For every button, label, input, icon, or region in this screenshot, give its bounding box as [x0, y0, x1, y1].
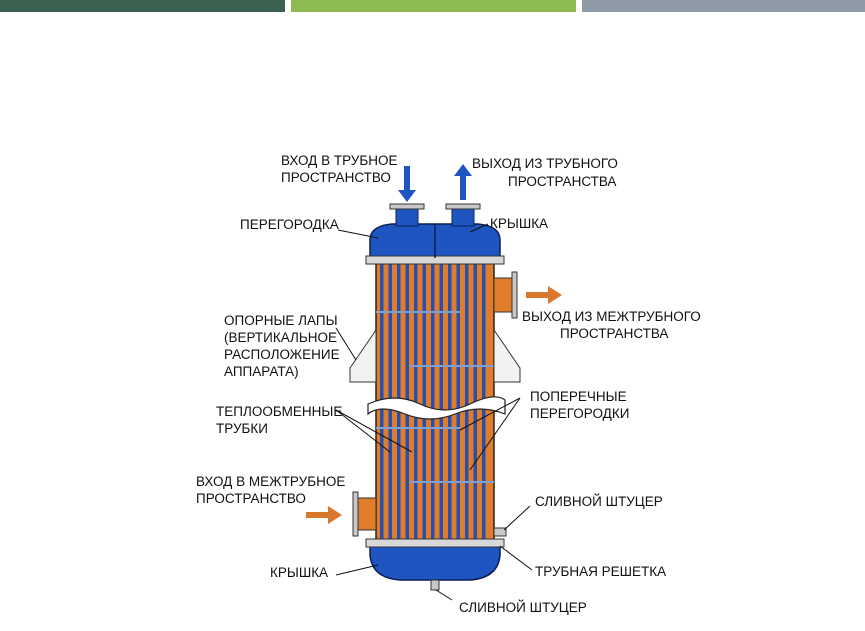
top-bar-segment-green: [291, 0, 576, 12]
side-drain-nozzle: [493, 527, 507, 537]
labels: ВХОД В ТРУБНОЕ ПРОСТРАНСТВО ВЫХОД ИЗ ТРУ…: [196, 153, 701, 615]
label-shell-inlet-1: ВХОД В МЕЖТРУБНОЕ: [196, 474, 345, 489]
label-tube-sheet: ТРУБНАЯ РЕШЕТКА: [535, 564, 666, 579]
tube-outlet-flange: [445, 203, 481, 210]
shell-outlet-flange: [511, 271, 518, 319]
flow-arrows: [306, 164, 562, 524]
label-tube-inlet-1: ВХОД В ТРУБНОЕ: [281, 153, 397, 168]
shell-inlet-flange: [352, 491, 359, 537]
tube-outlet-arrow: [454, 164, 472, 200]
bottom-head: [369, 542, 501, 581]
label-support-legs-1: ОПОРНЫЕ ЛАПЫ: [224, 313, 338, 328]
tube-inlet-arrow: [398, 166, 416, 202]
label-heat-tubes-1: ТЕПЛООБМЕННЫЕ: [216, 404, 342, 419]
bottom-drain-nozzle: [430, 579, 440, 591]
tube-inlet-nozzle: [395, 207, 419, 227]
label-cross-baffles-1: ПОПЕРЕЧНЫЕ: [530, 389, 627, 404]
label-cover-top: КРЫШКА: [490, 216, 548, 231]
top-bar-segment-gray: [582, 0, 865, 12]
label-shell-outlet-2: ПРОСТРАНСТВА: [560, 326, 668, 341]
nozzles: [352, 203, 518, 591]
break-wave: [367, 396, 506, 420]
label-drain-bottom: СЛИВНОЙ ШТУЦЕР: [459, 600, 587, 615]
label-cross-baffles-2: ПЕРЕГОРОДКИ: [530, 406, 629, 421]
label-heat-tubes-2: ТРУБКИ: [216, 421, 268, 436]
label-tube-outlet-1: ВЫХОД ИЗ ТРУБНОГО: [472, 156, 618, 171]
label-partition: ПЕРЕГОРОДКА: [240, 217, 339, 232]
tube-inlet-flange: [389, 203, 425, 210]
shell-outlet-arrow: [526, 286, 562, 304]
shell-outlet-nozzle: [493, 277, 513, 313]
heat-tube: [422, 262, 426, 542]
heat-tube: [439, 262, 443, 542]
top-color-bar: [0, 0, 865, 12]
label-tube-inlet-2: ПРОСТРАНСТВО: [281, 170, 391, 185]
shell-inlet-arrow: [306, 506, 342, 524]
heat-tube: [448, 262, 452, 542]
heat-tube: [465, 262, 469, 542]
label-support-legs-2: (ВЕРТИКАЛЬНОЕ: [224, 330, 337, 345]
exchanger-shell: [365, 223, 506, 581]
support-leg-left: [349, 328, 377, 383]
tube-sheet-bottom: [365, 538, 505, 548]
label-shell-inlet-2: ПРОСТРАНСТВО: [196, 491, 306, 506]
label-shell-outlet-1: ВЫХОД ИЗ МЕЖТРУБНОГО: [522, 309, 701, 324]
label-support-legs-4: АППАРАТА): [224, 364, 299, 379]
tube-outlet-nozzle: [451, 207, 475, 227]
label-drain-side: СЛИВНОЙ ШТУЦЕР: [535, 494, 663, 509]
top-bar-segment-dark: [0, 0, 285, 12]
heat-tube: [431, 262, 435, 542]
shell-inlet-nozzle: [357, 497, 377, 531]
label-support-legs-3: РАСПОЛОЖЕНИЕ: [224, 347, 340, 362]
label-cover-bottom: КРЫШКА: [270, 565, 328, 580]
label-tube-outlet-2: ПРОСТРАНСТВА: [508, 174, 616, 189]
heat-tube: [456, 262, 460, 542]
support-leg-right: [493, 328, 521, 383]
leader-lines: [335, 223, 533, 601]
